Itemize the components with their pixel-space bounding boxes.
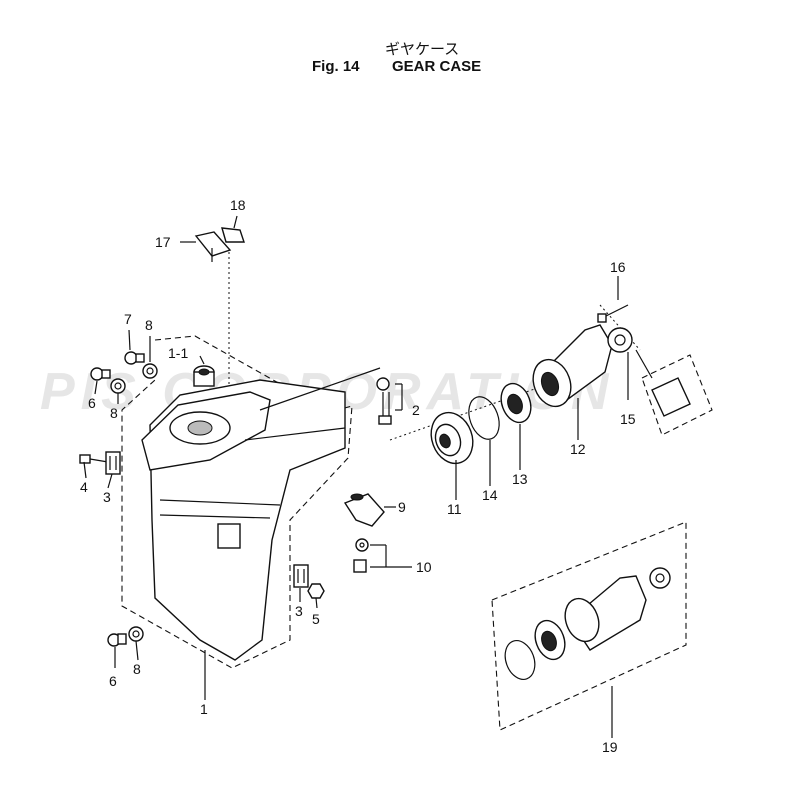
callout-9: 9 (398, 499, 406, 515)
part-9-anode (343, 493, 385, 527)
part-12-propeller-shaft-housing (532, 324, 613, 408)
callout-8-top: 8 (145, 317, 153, 333)
callout-14: 14 (482, 487, 498, 503)
callout-2: 2 (412, 402, 420, 418)
part-3-clip-left (105, 451, 121, 475)
part-13-bearing (500, 382, 532, 424)
callout-8-bottom: 8 (133, 661, 141, 677)
figure-title: GEAR CASE (392, 58, 482, 75)
gear-case-body (141, 367, 381, 661)
part-8-washer-lower (128, 626, 144, 642)
part-4-bolt (79, 454, 109, 464)
title-japanese: ギヤケース (385, 40, 460, 58)
part-3-clip-right (293, 564, 309, 588)
part-5-nut (307, 583, 325, 599)
callout-1-1: 1-1 (168, 345, 188, 361)
part-6-bolt-upper (90, 367, 111, 381)
callout-6-lower: 6 (109, 673, 117, 689)
callout-6-upper: 6 (88, 395, 96, 411)
callout-8-mid: 8 (110, 405, 118, 421)
part-10-bolt (353, 538, 369, 573)
callout-10: 10 (416, 559, 432, 575)
callout-12: 12 (570, 441, 586, 457)
callout-13: 13 (512, 471, 528, 487)
callout-11: 11 (447, 501, 462, 517)
part-16-bolt (597, 304, 629, 323)
kit-15-outline (641, 354, 713, 436)
part-17-clip (194, 231, 232, 262)
callout-3-right: 3 (295, 603, 303, 619)
figure-number: Fig. 14 (312, 58, 360, 75)
part-6-bolt-lower (107, 633, 127, 647)
part-2-bolt (376, 377, 392, 425)
callout-17: 17 (155, 234, 171, 250)
part-8-washer-upper (142, 363, 158, 379)
callout-3-left: 3 (103, 489, 111, 505)
kit-19-outline (491, 521, 687, 731)
part-14-o-ring (468, 396, 500, 440)
callout-16: 16 (610, 259, 626, 275)
part-7-bolt (124, 351, 145, 365)
part-11-bearing (430, 411, 474, 465)
callout-4: 4 (80, 479, 88, 495)
callout-1: 1 (200, 701, 208, 717)
callout-15: 15 (620, 411, 636, 427)
callout-5: 5 (312, 611, 320, 627)
part-1-1-bushing (193, 365, 215, 387)
part-15-seal (607, 327, 691, 417)
callout-labels: 1 1-1 2 3 3 4 5 6 6 7 8 8 8 9 10 11 12 1… (80, 197, 636, 755)
leader-lines (83, 215, 653, 738)
callout-18: 18 (230, 197, 246, 213)
part-18-damper (221, 227, 245, 243)
part-8-washer-mid (110, 378, 126, 394)
callout-19: 19 (602, 739, 618, 755)
callout-7: 7 (124, 311, 132, 327)
part-19-kit (504, 567, 671, 680)
